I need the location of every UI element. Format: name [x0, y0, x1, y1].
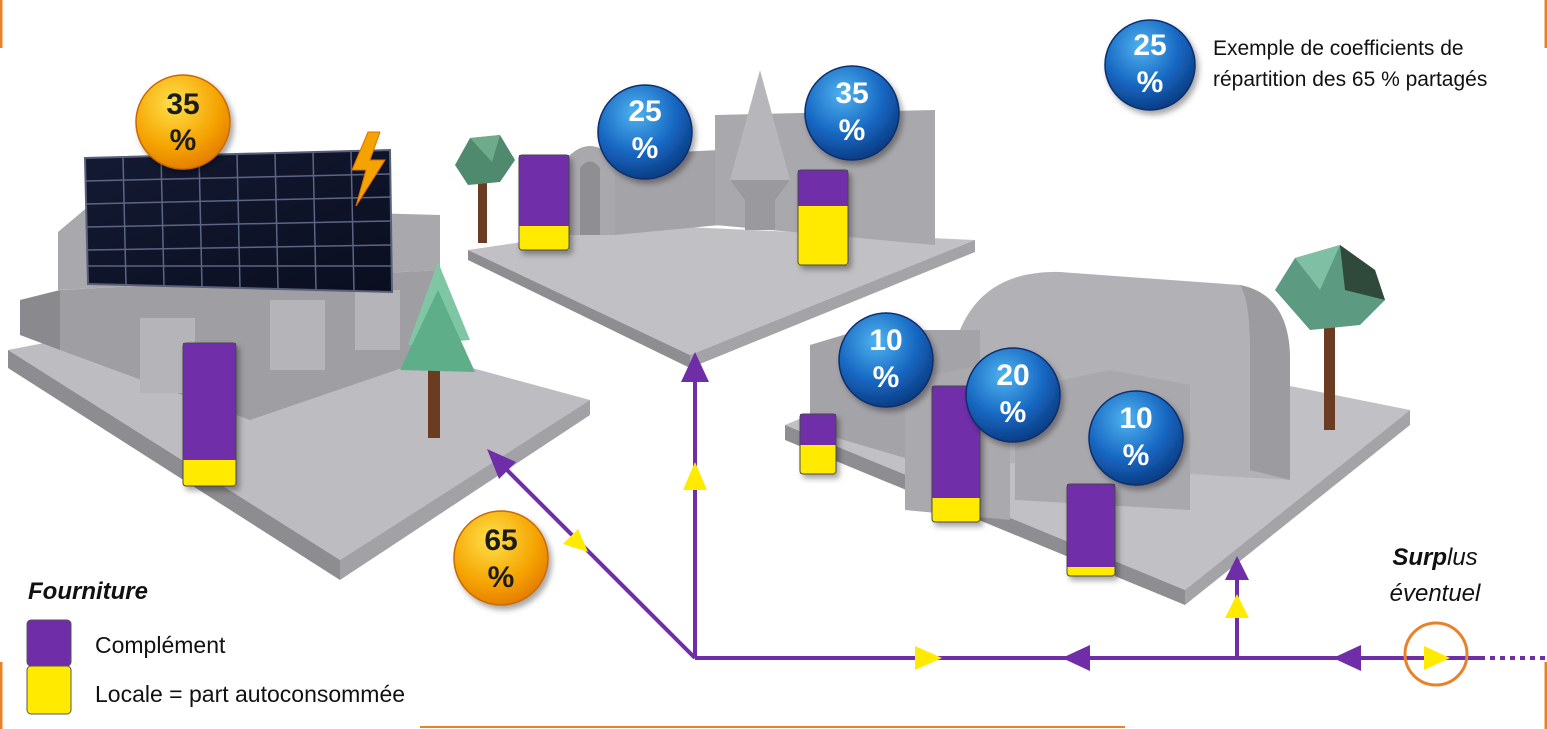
legend-locale-label: Locale = part autoconsommée: [95, 681, 406, 707]
supply-bar-producer: [182, 342, 237, 487]
badge-producer-unit: %: [170, 124, 197, 157]
badge-building-c: 10 %: [1088, 390, 1184, 486]
supply-bar-producer-locale: [183, 460, 236, 486]
badge-school-value: 25: [628, 95, 661, 128]
badge-building-b-unit: %: [1000, 396, 1027, 429]
supply-bar-church-locale: [798, 206, 848, 265]
surplus-line2: éventuel: [1389, 580, 1481, 607]
tree-right-icon: [1275, 245, 1385, 430]
supply-bar-building-c-frame: [1066, 483, 1116, 577]
badge-example: 25 %: [1104, 19, 1196, 111]
supply-bar-building-c-locale: [1067, 567, 1115, 576]
network-arrowheads: [487, 352, 1361, 671]
surplus-circle: [1403, 621, 1469, 687]
badge-shared-value: 65: [484, 524, 517, 557]
badge-building-a-unit: %: [873, 361, 900, 394]
supply-bar-producer-frame: [182, 342, 237, 487]
supply-bar-school-complement: [519, 155, 569, 226]
badge-producer: 35 %: [135, 74, 231, 170]
legend-swatch-locale: [26, 665, 72, 715]
flow-arrows: [563, 462, 1450, 670]
badge-building-c-value: 10: [1119, 402, 1152, 435]
legend-complement-label: Complément: [95, 632, 226, 658]
legend-swatch: [26, 619, 72, 715]
badge-example-value: 25: [1133, 29, 1166, 62]
surplus-rest: lus: [1446, 544, 1478, 571]
badge-building-a-value: 10: [869, 324, 902, 357]
badge-building-a: 10 %: [838, 312, 934, 408]
supply-bar-building-a-locale: [800, 445, 836, 474]
supply-bar-school-frame: [518, 154, 570, 251]
supply-bar-building-b-locale: [932, 498, 980, 522]
supply-bar-school: [518, 154, 570, 251]
supply-bar-building-a-complement: [800, 414, 836, 445]
supply-bar-school-locale: [519, 226, 569, 250]
badge-building-b-value: 20: [996, 359, 1029, 392]
surplus-line1: Surplus: [1365, 540, 1505, 576]
badge-building-c-unit: %: [1123, 439, 1150, 472]
lightning-icon: [351, 131, 386, 207]
example-caption: Exemple de coefficients de répartition d…: [1213, 37, 1488, 91]
tree-icon: [455, 135, 515, 243]
supply-bar-building-c: [1066, 483, 1116, 577]
pine-tree-icon: [400, 262, 475, 438]
supply-bar-building-c-complement: [1067, 484, 1115, 567]
solar-panel: [83, 148, 394, 294]
badge-school-unit: %: [632, 132, 659, 165]
supply-bar-church-frame: [797, 169, 849, 266]
supply-bar-building-b-frame: [931, 385, 981, 523]
badge-building-b: 20 %: [965, 347, 1061, 443]
badge-shared-unit: %: [488, 561, 515, 594]
legend-title: Fourniture: [28, 578, 148, 605]
badge-church-unit: %: [839, 114, 866, 147]
badge-church: 35 %: [804, 65, 900, 161]
supply-bar-building-a: [799, 413, 837, 475]
badge-producer-value: 35: [166, 88, 199, 121]
supply-bar-church-complement: [798, 170, 848, 206]
badge-example-unit: %: [1137, 66, 1164, 99]
badge-shared: 65 %: [453, 510, 549, 606]
supply-bar-building-a-frame: [799, 413, 837, 475]
supply-bar-producer-complement: [183, 343, 236, 460]
surplus-label: Surplus éventuel: [1365, 540, 1505, 612]
supply-bar-church: [797, 169, 849, 266]
legend-swatch-complement: [26, 619, 72, 667]
surplus-bold: Surp: [1392, 544, 1447, 571]
badge-school: 25 %: [597, 84, 693, 180]
badge-church-value: 35: [835, 77, 868, 110]
